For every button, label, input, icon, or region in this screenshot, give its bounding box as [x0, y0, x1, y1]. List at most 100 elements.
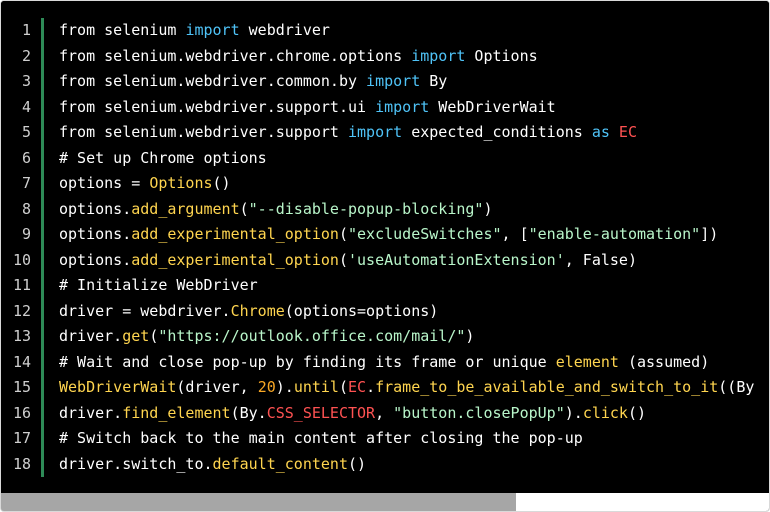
line-number: 16 [12, 403, 31, 422]
code-token-plain: (options=options) [284, 301, 439, 320]
code-token-builtin: WebDriverWait [59, 378, 177, 396]
code-token-plain: () [348, 454, 367, 473]
code-token-string: "excludeSwitches" [348, 225, 502, 243]
code-line: # Switch back to the main content after … [59, 426, 754, 452]
line-number: 1 [21, 21, 31, 39]
code-token-plain: , [ [501, 225, 529, 243]
code-token-string: "--disable-popup-blocking" [248, 199, 484, 218]
code-token-builtin: add_argument [131, 199, 240, 218]
code-line: WebDriverWait(driver, 20).until(EC.frame… [59, 375, 754, 401]
line-number: 5 [21, 123, 31, 141]
horizontal-scrollbar[interactable] [1, 493, 769, 511]
line-number: 11 [12, 276, 31, 294]
code-token-plain: from selenium [59, 21, 186, 39]
code-token-plain: ((By [718, 378, 755, 396]
code-token-plain: ( [338, 250, 348, 269]
code-token-constant: CSS_SELECTOR [266, 403, 376, 422]
code-token-plain: ) [465, 327, 475, 345]
code-token-keyword: import [375, 97, 430, 116]
code-token-string: "button.closePopUp" [393, 403, 565, 422]
code-token-builtin: get [122, 327, 150, 345]
code-token-builtin: add_experimental_option [131, 225, 339, 243]
code-token-plain: , [375, 403, 394, 422]
code-token-plain: webdriver [239, 21, 330, 39]
code-token-plain: () [212, 174, 231, 192]
line-number: 4 [21, 97, 31, 116]
code-token-builtin: click [582, 403, 628, 422]
code-token-plain: options. [59, 225, 132, 243]
code-token-plain: WebDriverWait [429, 97, 556, 116]
code-token-plain: ) [483, 199, 493, 218]
code-token-plain: options. [59, 199, 132, 218]
code-line: driver.find_element(By.CSS_SELECTOR, "bu… [59, 401, 754, 427]
code-token-plain: ). [275, 378, 294, 396]
line-number: 8 [21, 199, 31, 218]
gutter-border [41, 18, 44, 477]
code-token-comment: # Switch back to the main content after … [59, 429, 583, 447]
code-line: driver = webdriver.Chrome(options=option… [59, 299, 754, 325]
line-number: 15 [12, 378, 31, 396]
code-line: options.add_experimental_option("exclude… [59, 222, 754, 248]
code-token-plain: options = [59, 174, 150, 192]
code-token-builtin: default_content [212, 454, 348, 473]
code-token-plain: options. [59, 250, 132, 269]
code-token-keyword: import [347, 123, 403, 141]
code-token-string: 'useAutomationExtension' [348, 250, 565, 269]
code-token-plain: expected_conditions [402, 123, 592, 141]
code-token-plain: from selenium.webdriver.common.by [59, 72, 367, 90]
code-line: from selenium.webdriver.chrome.options i… [59, 44, 754, 70]
code-token-plain: ( [338, 225, 348, 243]
code-token-plain: , False) [564, 250, 637, 269]
code-line: # Set up Chrome options [59, 146, 754, 172]
line-number: 14 [12, 352, 31, 371]
code-token-plain: ( [239, 199, 249, 218]
code-token-comment: # Set up Chrome options [59, 148, 267, 167]
line-number: 17 [12, 429, 31, 447]
code-token-plain: driver.switch_to. [59, 454, 213, 473]
line-number: 2 [21, 46, 31, 65]
code-line: options.add_argument("--disable-popup-bl… [59, 197, 754, 223]
code-lines: from selenium import webdriver from selen… [59, 18, 754, 477]
line-number: 18 [12, 454, 31, 473]
line-number: 3 [21, 72, 31, 90]
code-line: options = Options() [59, 171, 754, 197]
code-token-constant: EC [618, 123, 637, 141]
code-token-plain: . [366, 378, 376, 396]
code-token-string: "enable-automation" [528, 225, 701, 243]
code-token-builtin: element [555, 352, 619, 371]
code-token-plain: driver. [59, 403, 123, 422]
code-token-string: "https://outlook.office.com/mail/" [158, 327, 466, 345]
line-number: 13 [12, 327, 31, 345]
line-number: 9 [21, 225, 31, 243]
code-token-comment: # Wait and close pop-up by finding its f… [59, 352, 556, 371]
code-token-plain: driver = webdriver. [59, 301, 231, 320]
code-line: driver.switch_to.default_content() [59, 452, 754, 478]
code-token-plain: By [420, 72, 448, 90]
line-number: 12 [12, 301, 31, 320]
code-token-plain: from selenium.webdriver.support.ui [59, 97, 376, 116]
scrollbar-thumb[interactable] [1, 493, 516, 511]
code-token-builtin: frame_to_be_available_and_switch_to_it [375, 378, 719, 396]
code-token-plain: from selenium.webdriver.chrome.options [59, 46, 412, 65]
code-token-plain: from selenium.webdriver.support [59, 123, 348, 141]
code-token-comment: (assumed) [618, 352, 710, 371]
code-token-keyword: import [411, 46, 466, 65]
line-number: 6 [21, 148, 31, 167]
code-token-plain: driver. [59, 327, 123, 345]
line-number: 7 [21, 174, 31, 192]
code-line: # Initialize WebDriver [59, 273, 754, 299]
code-token-keyword: import [366, 72, 421, 90]
code-token-builtin: find_element [122, 403, 231, 422]
line-number: 10 [12, 250, 31, 269]
code-token-number: 20 [257, 378, 276, 396]
code-token-plain: ( [338, 378, 348, 396]
code-token-plain: (driver, [176, 378, 258, 396]
code-token-plain: Options [465, 46, 538, 65]
code-token-plain: () [627, 403, 647, 422]
code-token-plain: (By. [230, 403, 267, 422]
code-line: # Wait and close pop-up by finding its f… [59, 350, 754, 376]
code-token-plain [610, 123, 619, 141]
code-line: driver.get("https://outlook.office.com/m… [59, 324, 754, 350]
